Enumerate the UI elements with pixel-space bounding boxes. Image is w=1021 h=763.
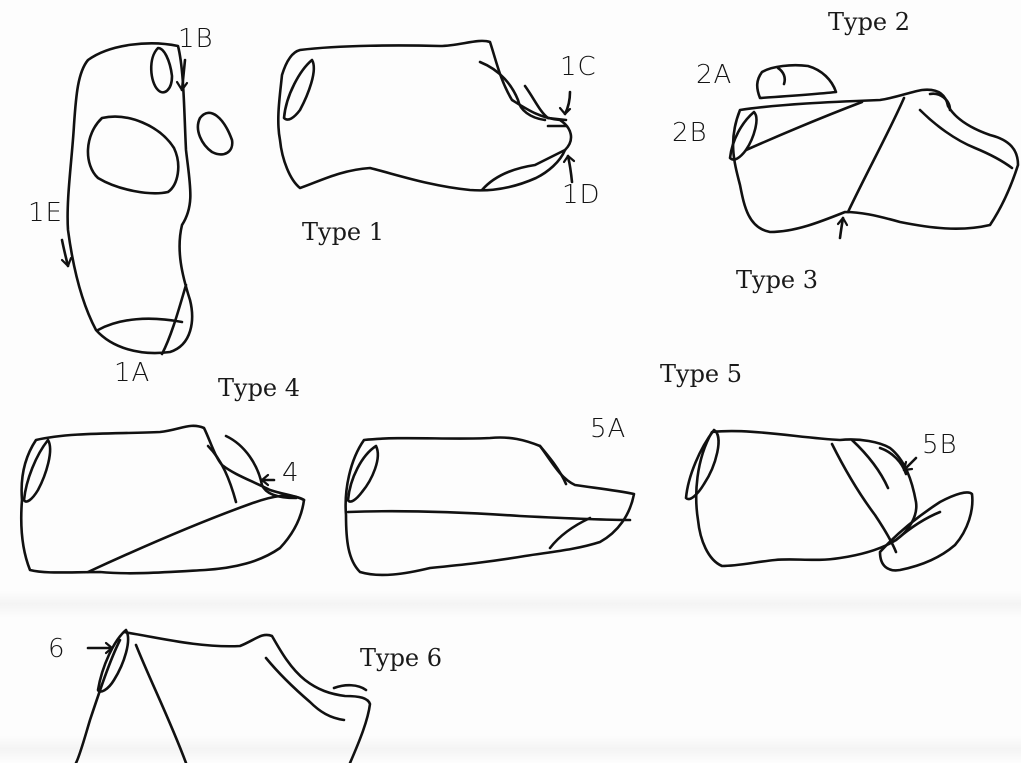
type1-lateral-view-sketch — [278, 41, 574, 191]
type6-sketch — [76, 630, 370, 763]
caption-type6: Type 6 — [360, 644, 442, 672]
label-1c: 1C — [560, 52, 597, 82]
caption-type4: Type 4 — [218, 374, 300, 402]
label-1d: 1D — [562, 180, 601, 210]
caption-type2: Type 2 — [828, 8, 910, 36]
label-6: 6 — [48, 634, 66, 664]
type5a-sketch — [346, 437, 634, 574]
label-2a: 2A — [696, 60, 732, 90]
type1-superior-view-sketch — [62, 43, 232, 354]
caption-type3: Type 3 — [736, 266, 818, 294]
label-1a: 1A — [114, 358, 150, 388]
type4-sketch — [21, 426, 304, 573]
caption-type5: Type 5 — [660, 360, 742, 388]
label-1b: 1B — [178, 24, 214, 54]
label-2b: 2B — [672, 118, 708, 148]
label-5b: 5B — [922, 430, 958, 460]
label-4: 4 — [282, 458, 300, 488]
type2-type3-sketch — [730, 65, 1018, 238]
caption-type1: Type 1 — [302, 218, 384, 246]
label-5a: 5A — [590, 414, 626, 444]
label-1e: 1E — [28, 198, 63, 228]
